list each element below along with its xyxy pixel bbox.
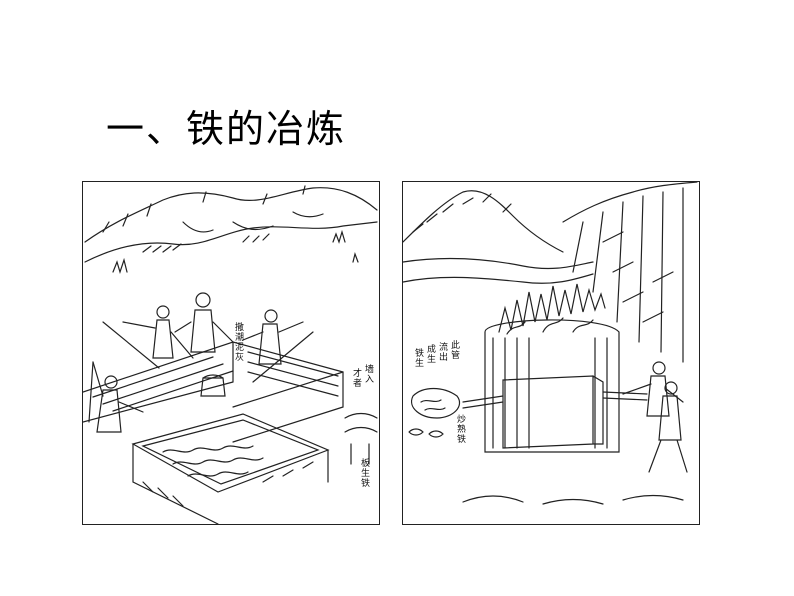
iron-smelting-illustration-right: 此管 流出 成生 铁生 炒熟铁 (402, 181, 700, 525)
right-caption-5: 炒熟铁 (455, 414, 465, 444)
right-woodcut-drawing (403, 182, 698, 505)
left-caption-1: 撒潮泥灰 (233, 322, 243, 362)
right-caption-2: 流出 (437, 342, 447, 362)
right-caption-4: 铁生 (413, 348, 423, 368)
iron-smelting-illustration-left: 撒潮泥灰 墙入 才者 板生铁 (82, 181, 380, 525)
left-caption-4: 板生铁 (359, 458, 369, 488)
right-caption-3: 成生 (425, 344, 435, 364)
slide-title: 一、铁的冶炼 (106, 107, 347, 151)
right-caption-1: 此管 (449, 340, 459, 360)
left-woodcut-drawing (83, 185, 378, 524)
left-caption-3: 才者 (351, 368, 361, 388)
left-caption-2: 墙入 (363, 364, 373, 384)
